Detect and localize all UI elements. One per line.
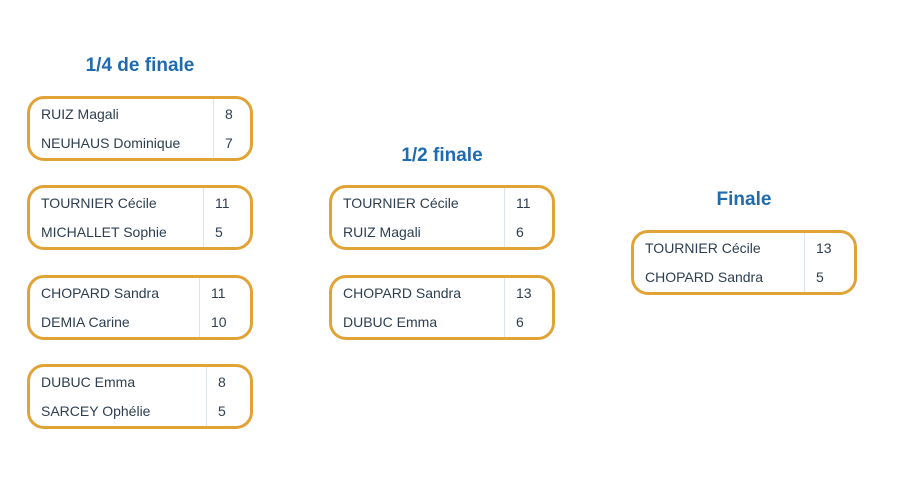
player-name: CHOPARD Sandra [41,284,160,301]
player-score: 11 [199,278,250,308]
player-name: RUIZ Magali [343,224,421,241]
player-name: TOURNIER Cécile [645,239,761,256]
player-row: TOURNIER Cécile 11 [30,188,250,218]
player-score: 13 [804,233,854,263]
player-score: 13 [504,278,552,308]
player-name: TOURNIER Cécile [343,194,459,211]
player-row: CHOPARD Sandra 11 [30,278,250,308]
player-row: RUIZ Magali 8 [30,99,250,129]
player-row: CHOPARD Sandra 13 [332,278,552,308]
player-row: SARCEY Ophélie 5 [30,396,250,426]
player-score: 7 [213,128,250,158]
player-score: 5 [206,396,250,426]
player-name: MICHALLET Sophie [41,224,167,241]
round-title-final: Finale [716,189,772,210]
player-name: RUIZ Magali [41,105,119,122]
player-score: 8 [206,367,250,397]
player-score: 11 [504,188,552,218]
player-score: 8 [213,99,250,129]
player-score: 11 [203,188,250,218]
player-name: CHOPARD Sandra [645,269,764,286]
player-row: TOURNIER Cécile 13 [634,233,854,263]
player-name: NEUHAUS Dominique [41,135,181,152]
player-score: 10 [199,307,250,337]
player-row: NEUHAUS Dominique 7 [30,128,250,158]
round-title-semifinal: 1/2 finale [401,145,483,166]
player-row: DUBUC Emma 6 [332,307,552,337]
player-score: 6 [504,217,552,247]
player-row: DUBUC Emma 8 [30,367,250,397]
player-row: MICHALLET Sophie 5 [30,217,250,247]
player-score: 5 [203,217,250,247]
player-name: DEMIA Carine [41,314,130,331]
player-row: RUIZ Magali 6 [332,217,552,247]
player-row: CHOPARD Sandra 5 [634,262,854,292]
player-name: CHOPARD Sandra [343,284,462,301]
player-name: DUBUC Emma [343,314,438,331]
player-score: 5 [804,262,854,292]
player-name: DUBUC Emma [41,373,136,390]
round-title-quarterfinal: 1/4 de finale [85,55,195,76]
player-score: 6 [504,307,552,337]
player-row: TOURNIER Cécile 11 [332,188,552,218]
player-row: DEMIA Carine 10 [30,307,250,337]
player-name: TOURNIER Cécile [41,194,157,211]
player-name: SARCEY Ophélie [41,403,151,420]
